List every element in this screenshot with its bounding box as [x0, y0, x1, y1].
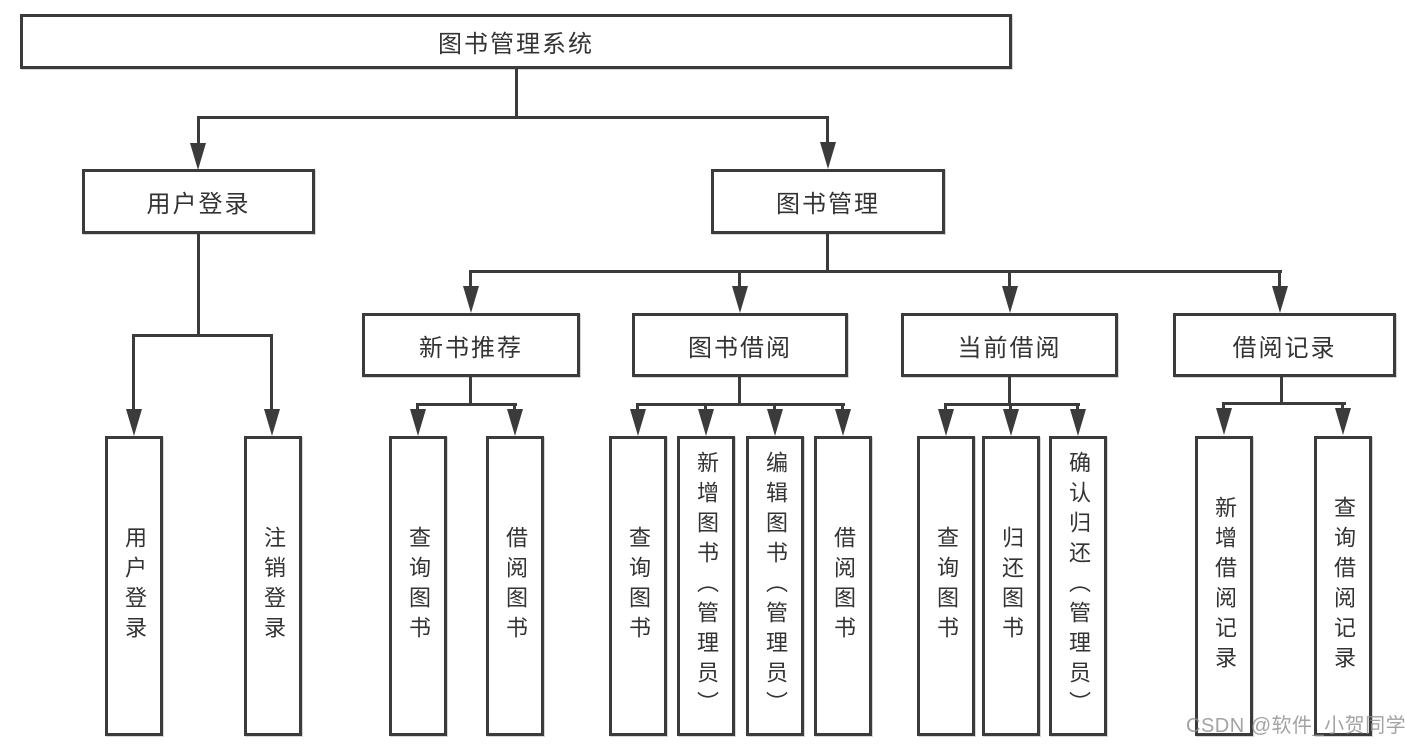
leaf-confirm-return-admin: 确认归还（管理员）: [1049, 436, 1107, 736]
leaf-query-borrow-record: 查询借阅记录: [1314, 436, 1372, 736]
connector-recommend-bar: [416, 403, 517, 406]
connector-root-drop-left: [197, 116, 200, 148]
connector-book-management-bar: [469, 270, 1282, 273]
connector-book-management-stem: [826, 233, 829, 273]
connector-drop: [513, 403, 516, 413]
arrowhead-borrowing-records: [1272, 286, 1288, 313]
arrowhead-leaf-query-books-borrow: [630, 409, 646, 436]
leaf-edit-book-admin: 编辑图书（管理员）: [746, 436, 804, 736]
csdn-watermark: CSDN @软件_小贺同学: [1186, 715, 1405, 737]
arrowhead-user-login: [190, 143, 206, 170]
leaf-borrow-books-recommend: 借阅图书: [486, 436, 544, 736]
connector-drop: [841, 403, 844, 413]
leaf-label: 借阅图书: [503, 526, 528, 646]
node-label: 用户登录: [146, 191, 251, 218]
connector-drop: [1008, 270, 1011, 290]
leaf-label: 新增借阅记录: [1212, 496, 1237, 676]
connector-drop: [944, 403, 947, 413]
leaf-return-books: 归还图书: [982, 436, 1040, 736]
connector-records-stem: [1280, 376, 1283, 405]
connector-borrowing-stem: [738, 376, 741, 406]
node-current-borrowing: 当前借阅: [901, 313, 1118, 377]
node-user-login: 用户登录: [82, 169, 315, 234]
connector-root-stem: [515, 69, 518, 117]
arrowhead-leaf-add-book-admin: [698, 409, 714, 436]
leaf-query-books-borrow: 查询图书: [609, 436, 667, 736]
leaf-label: 借阅图书: [831, 526, 856, 646]
connector-borrowing-bar: [636, 403, 845, 406]
connector-drop: [1076, 403, 1079, 413]
connector-recommend-stem: [469, 376, 472, 406]
arrowhead-new-book-recommendation: [463, 286, 479, 313]
node-label: 图书管理: [776, 191, 880, 218]
connector-records-bar: [1222, 402, 1346, 405]
leaf-label: 编辑图书（管理员）: [763, 451, 788, 721]
node-new-book-recommendation: 新书推荐: [362, 313, 580, 377]
leaf-label: 确认归还（管理员）: [1066, 451, 1091, 721]
arrowhead-leaf-add-borrow-record: [1216, 408, 1232, 435]
connector-drop: [704, 403, 707, 413]
node-label: 当前借阅: [957, 334, 1062, 362]
arrowhead-leaf-return-books: [1003, 409, 1019, 436]
node-label: 图书管理系统: [438, 31, 594, 58]
leaf-query-books-current: 查询图书: [917, 436, 975, 736]
node-label: 图书借阅: [688, 334, 792, 362]
leaf-borrow-books: 借阅图书: [814, 436, 872, 736]
leaf-logout-login: 注销登录: [244, 436, 302, 736]
leaf-label: 查询图书: [934, 526, 959, 646]
arrowhead-leaf-user-login: [126, 409, 142, 436]
leaf-label: 注销登录: [261, 526, 286, 646]
arrowhead-book-management: [820, 142, 836, 169]
leaf-query-books-recommend: 查询图书: [389, 436, 447, 736]
leaf-label: 查询借阅记录: [1331, 496, 1356, 676]
arrowhead-leaf-borrow-books: [835, 409, 851, 436]
arrowhead-current-borrowing: [1002, 286, 1018, 313]
connector-drop: [773, 403, 776, 413]
arrowhead-leaf-edit-book-admin: [767, 409, 783, 436]
connector-drop: [738, 270, 741, 290]
leaf-label: 归还图书: [999, 526, 1024, 646]
leaf-label: 查询图书: [626, 526, 651, 646]
arrowhead-leaf-query-books-current: [938, 409, 954, 436]
connector-drop: [1278, 270, 1281, 290]
arrowhead-leaf-borrow-books-recommend: [507, 409, 523, 436]
connector-drop: [132, 334, 135, 414]
node-library-management-system: 图书管理系统: [20, 14, 1012, 69]
node-borrowing-records: 借阅记录: [1173, 313, 1396, 377]
connector-drop: [1222, 402, 1225, 412]
connector-drop: [416, 403, 419, 413]
arrowhead-leaf-logout: [264, 409, 280, 436]
connector-drop: [270, 334, 273, 414]
arrowhead-leaf-query-books-recommend: [410, 409, 426, 436]
connector-drop: [1341, 402, 1344, 412]
leaf-add-book-admin: 新增图书（管理员）: [677, 436, 735, 736]
connector-root-bar: [197, 116, 829, 119]
leaf-user-login: 用户登录: [105, 436, 163, 736]
leaf-label: 新增图书（管理员）: [694, 451, 719, 721]
leaf-add-borrow-record: 新增借阅记录: [1195, 436, 1253, 736]
leaf-label: 用户登录: [122, 526, 147, 646]
node-label: 新书推荐: [419, 334, 523, 362]
arrowhead-leaf-query-borrow-record: [1335, 408, 1351, 435]
connector-current-stem: [1008, 376, 1011, 406]
connector-drop: [469, 270, 472, 290]
connector-drop: [636, 403, 639, 413]
connector-root-drop-right: [826, 116, 829, 148]
connector-drop: [1009, 403, 1012, 413]
node-book-borrowing: 图书借阅: [632, 313, 848, 377]
connector-user-login-stem: [197, 233, 200, 336]
leaf-label: 查询图书: [406, 526, 431, 646]
arrowhead-book-borrowing: [732, 286, 748, 313]
node-label: 借阅记录: [1232, 334, 1337, 362]
node-book-management: 图书管理: [711, 169, 945, 234]
arrowhead-leaf-confirm-return-admin: [1070, 409, 1086, 436]
connector-user-login-bar: [132, 334, 273, 337]
connector-current-bar: [944, 403, 1080, 406]
